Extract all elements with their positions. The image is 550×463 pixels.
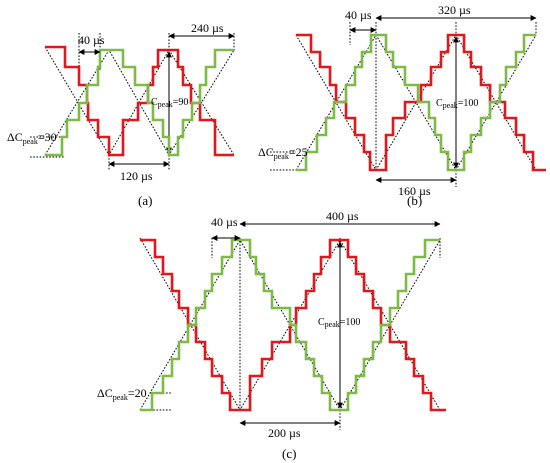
panel-a-caption: (a) [138,193,152,208]
panel-a-delta-label: ΔCpeak=30 [7,130,57,146]
panel-b-half-period-label: 160 µs [398,184,431,198]
panel-b-red-wave [296,33,546,172]
panel-c-red-wave [140,238,446,412]
panel-b-step-label: 40 µs [345,8,372,22]
panel-b-green-wave [296,33,536,172]
panel-c-caption: (c) [282,446,296,461]
panel-a-half-period-label: 120 µs [120,169,153,183]
panel-b-period-label: 320 µs [438,3,471,17]
panel-b-caption: (b) [407,193,422,208]
panel-b-guides [270,22,537,187]
panel-a-green-wave [45,48,234,157]
panel-c: 40 µs 400 µs 200 µs Cpeak=100 ΔCpeak=20 … [97,209,446,461]
panel-a-guides [30,33,235,170]
panel-a: 40 µs 240 µs 120 µs Cpeak=90 ΔCpeak=30 (… [7,21,235,208]
panel-c-green-wave [140,238,440,412]
panel-a-step-label: 40 µs [78,33,105,47]
panel-c-peak-label: Cpeak=100 [318,317,360,329]
panel-a-peak-label: Cpeak=90 [151,97,188,109]
panel-a-period-label: 240 µs [191,21,224,35]
panel-a-red-wave [45,45,234,157]
panel-c-period-label: 400 µs [326,209,359,223]
panel-b-delta-label: ΔCpeak=25 [258,145,308,161]
panel-b: 40 µs 320 µs 160 µs Cpeak=100 ΔCpeak=25 … [258,3,546,208]
panel-c-step-label: 40 µs [211,215,238,229]
panel-c-delta-label: ΔCpeak=20 [97,386,147,402]
panel-b-peak-label: Cpeak=100 [436,98,478,110]
panel-c-half-period-label: 200 µs [268,426,301,440]
